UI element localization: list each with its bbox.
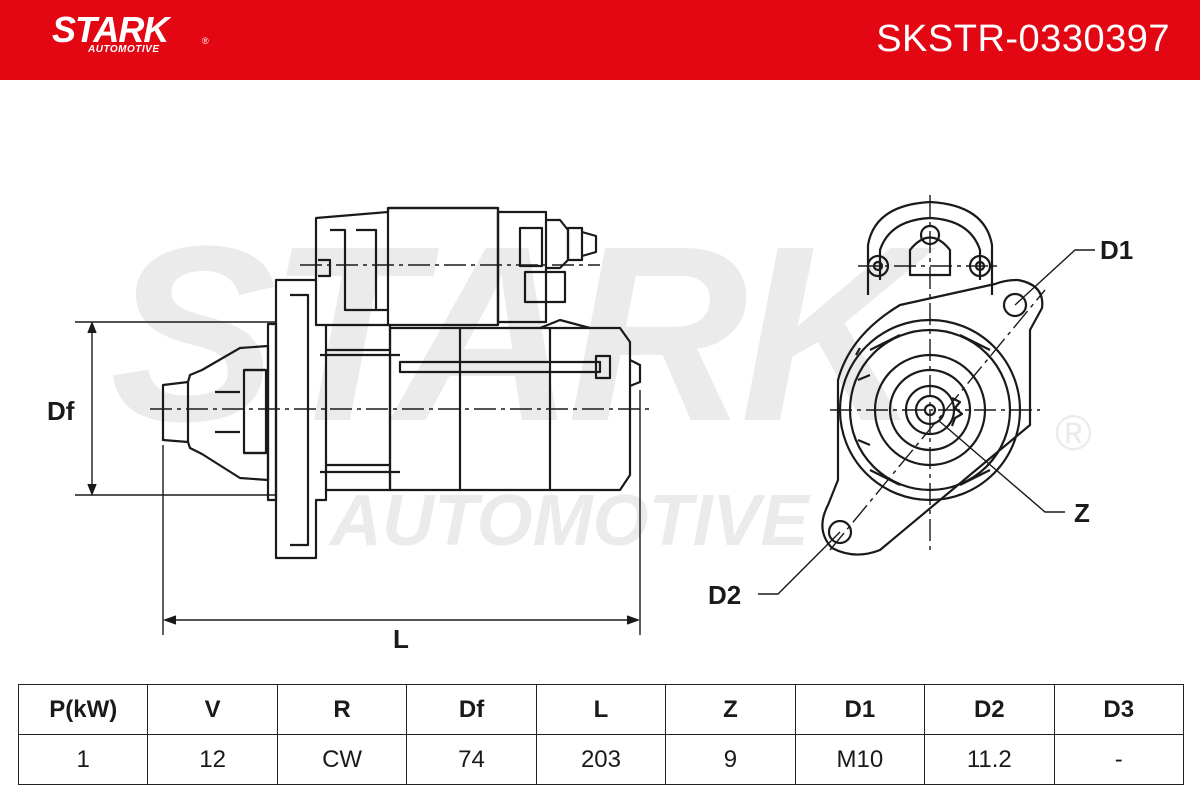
technical-drawing: STARK AUTOMOTIVE ® — [75, 194, 1095, 635]
watermark-main: STARK — [110, 194, 936, 473]
value-cell-power: 1 — [17, 734, 149, 785]
specifications-table: P(kW) V R Df L Z D1 D2 D3 1 12 CW 74 203… — [17, 684, 1184, 785]
part-number: SKSTR-0330397 — [876, 18, 1170, 60]
brand-logo: STARK AUTOMOTIVE ® — [52, 9, 209, 56]
value-cell-voltage: 12 — [147, 734, 278, 785]
watermark: STARK AUTOMOTIVE ® — [110, 194, 1092, 561]
brand-subtitle: AUTOMOTIVE — [88, 44, 160, 55]
header-cell-length: L — [535, 684, 667, 735]
value-cell-d1: M10 — [794, 734, 926, 785]
table-header-row: P(kW) V R Df L Z D1 D2 D3 — [17, 684, 1184, 735]
label-d2: D2 — [708, 580, 742, 610]
label-df: Df — [47, 396, 75, 426]
front-centerlines — [829, 195, 1046, 551]
header-cell-d1: D1 — [794, 684, 926, 735]
header-cell-power: P(kW) — [17, 684, 149, 735]
label-z: Z — [1074, 498, 1090, 528]
label-d1: D1 — [1100, 235, 1134, 265]
leader-lines — [758, 249, 1095, 595]
header-cell-d2: D2 — [924, 684, 1055, 735]
watermark-sub: AUTOMOTIVE — [328, 481, 811, 561]
label-l: L — [393, 624, 409, 654]
value-cell-d2: 11.2 — [924, 734, 1055, 785]
brand-name: STARK — [52, 9, 169, 50]
header-bar: STARK AUTOMOTIVE ® SKSTR-0330397 — [0, 0, 1200, 80]
value-cell-length: 203 — [535, 734, 667, 785]
header-cell-voltage: V — [147, 684, 278, 735]
dimension-df — [75, 321, 275, 496]
header-cell-teeth: Z — [665, 684, 796, 735]
side-centerlines — [150, 264, 650, 410]
header-cell-rotation: R — [276, 684, 408, 735]
value-cell-rotation: CW — [276, 734, 408, 785]
watermark-mark: ® — [1055, 405, 1092, 461]
brand-registered-mark: ® — [202, 36, 209, 46]
table-value-row: 1 12 CW 74 203 9 M10 11.2 - — [17, 734, 1184, 785]
dimension-l — [162, 390, 641, 635]
value-cell-df: 74 — [406, 734, 537, 785]
value-cell-teeth: 9 — [665, 734, 796, 785]
value-cell-d3: - — [1053, 734, 1184, 785]
header-cell-d3: D3 — [1053, 684, 1184, 735]
header-cell-df: Df — [406, 684, 537, 735]
